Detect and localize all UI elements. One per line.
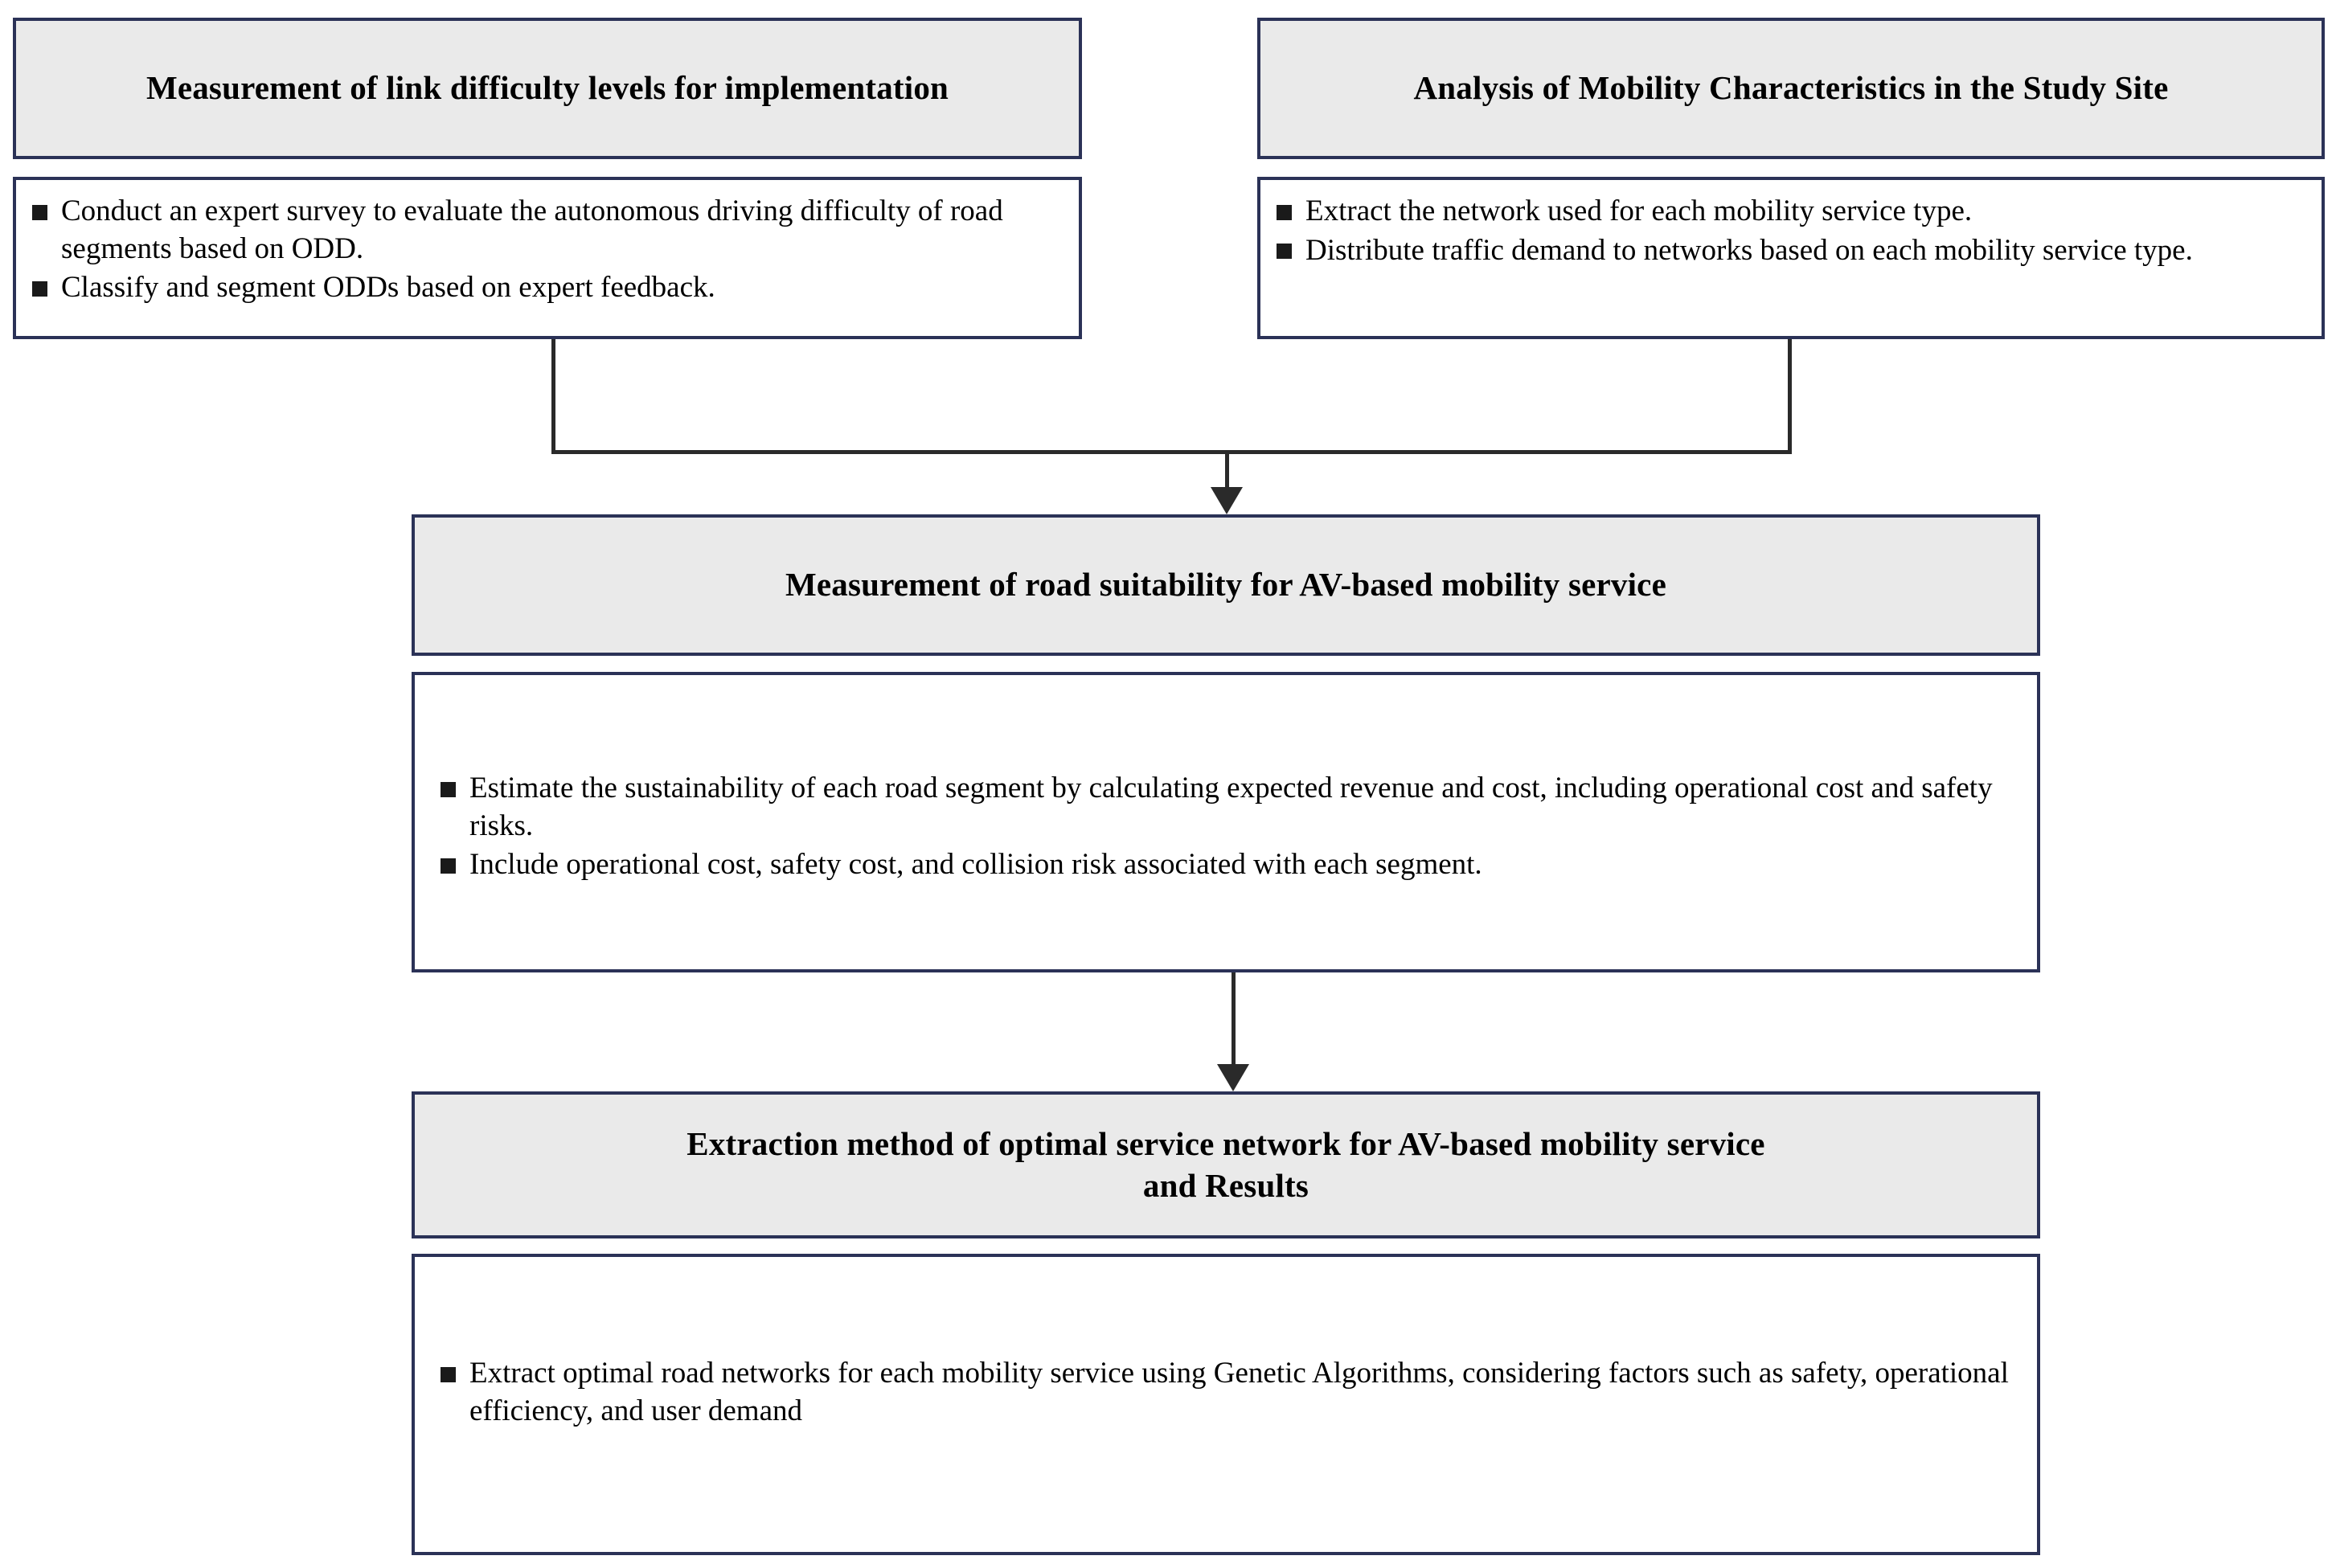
- node-bottom-header: Extraction method of optimal service net…: [412, 1091, 2040, 1238]
- node-top-right-title: Analysis of Mobility Characteristics in …: [1413, 69, 2169, 107]
- list-item-text: Conduct an expert survey to evaluate the…: [61, 194, 1003, 265]
- node-bottom-title-line1: Extraction method of optimal service net…: [686, 1125, 1765, 1163]
- node-top-right-header: Analysis of Mobility Characteristics in …: [1257, 18, 2325, 159]
- list-item: Extract optimal road networks for each m…: [437, 1355, 2014, 1430]
- node-bottom-bullet-list: Extract optimal road networks for each m…: [437, 1355, 2014, 1431]
- list-item: Estimate the sustainability of each road…: [437, 770, 2014, 845]
- list-item: Conduct an expert survey to evaluate the…: [29, 193, 1066, 268]
- node-middle-title: Measurement of road suitability for AV-b…: [785, 566, 1666, 604]
- list-item-text: Distribute traffic demand to networks ba…: [1305, 233, 2193, 267]
- list-item: Include operational cost, safety cost, a…: [437, 846, 2014, 884]
- node-bottom-body: Extract optimal road networks for each m…: [412, 1254, 2040, 1555]
- list-item: Distribute traffic demand to networks ba…: [1273, 232, 2309, 270]
- connector-merge-to-middle: [1225, 450, 1229, 490]
- list-item-text: Estimate the sustainability of each road…: [469, 772, 1993, 842]
- list-item: Classify and segment ODDs based on exper…: [29, 269, 1066, 307]
- node-top-right-body: Extract the network used for each mobili…: [1257, 177, 2325, 339]
- bullet-square-icon: [441, 1366, 456, 1382]
- list-item-text: Classify and segment ODDs based on exper…: [61, 271, 715, 305]
- node-middle-header: Measurement of road suitability for AV-b…: [412, 514, 2040, 656]
- node-top-left-header: Measurement of link difficulty levels fo…: [13, 18, 1082, 159]
- connector-horizontal-join: [551, 450, 1792, 454]
- arrowhead-to-bottom: [1217, 1064, 1249, 1091]
- node-middle-body: Estimate the sustainability of each road…: [412, 672, 2040, 972]
- node-top-right-bullet-list: Extract the network used for each mobili…: [1273, 193, 2309, 271]
- connector-middle-to-bottom: [1232, 972, 1236, 1067]
- node-top-left-bullet-list: Conduct an expert survey to evaluate the…: [29, 193, 1066, 309]
- bullet-square-icon: [32, 281, 47, 297]
- node-bottom-title-line2: and Results: [1142, 1166, 1309, 1204]
- node-bottom-title: Extraction method of optimal service net…: [667, 1124, 1784, 1206]
- bullet-square-icon: [441, 781, 456, 797]
- node-top-left-title: Measurement of link difficulty levels fo…: [145, 69, 949, 107]
- arrowhead-to-middle: [1211, 487, 1243, 514]
- connector-right-vertical: [1788, 339, 1792, 454]
- bullet-square-icon: [441, 858, 456, 874]
- list-item-text: Extract optimal road networks for each m…: [469, 1357, 2009, 1427]
- connector-left-vertical: [551, 339, 555, 454]
- bullet-square-icon: [32, 204, 47, 220]
- node-top-left-body: Conduct an expert survey to evaluate the…: [13, 177, 1082, 339]
- bullet-square-icon: [1277, 204, 1292, 220]
- list-item-text: Include operational cost, safety cost, a…: [469, 848, 1482, 882]
- list-item-text: Extract the network used for each mobili…: [1305, 194, 1973, 227]
- node-middle-bullet-list: Estimate the sustainability of each road…: [437, 770, 2014, 886]
- bullet-square-icon: [1277, 244, 1292, 260]
- list-item: Extract the network used for each mobili…: [1273, 193, 2309, 231]
